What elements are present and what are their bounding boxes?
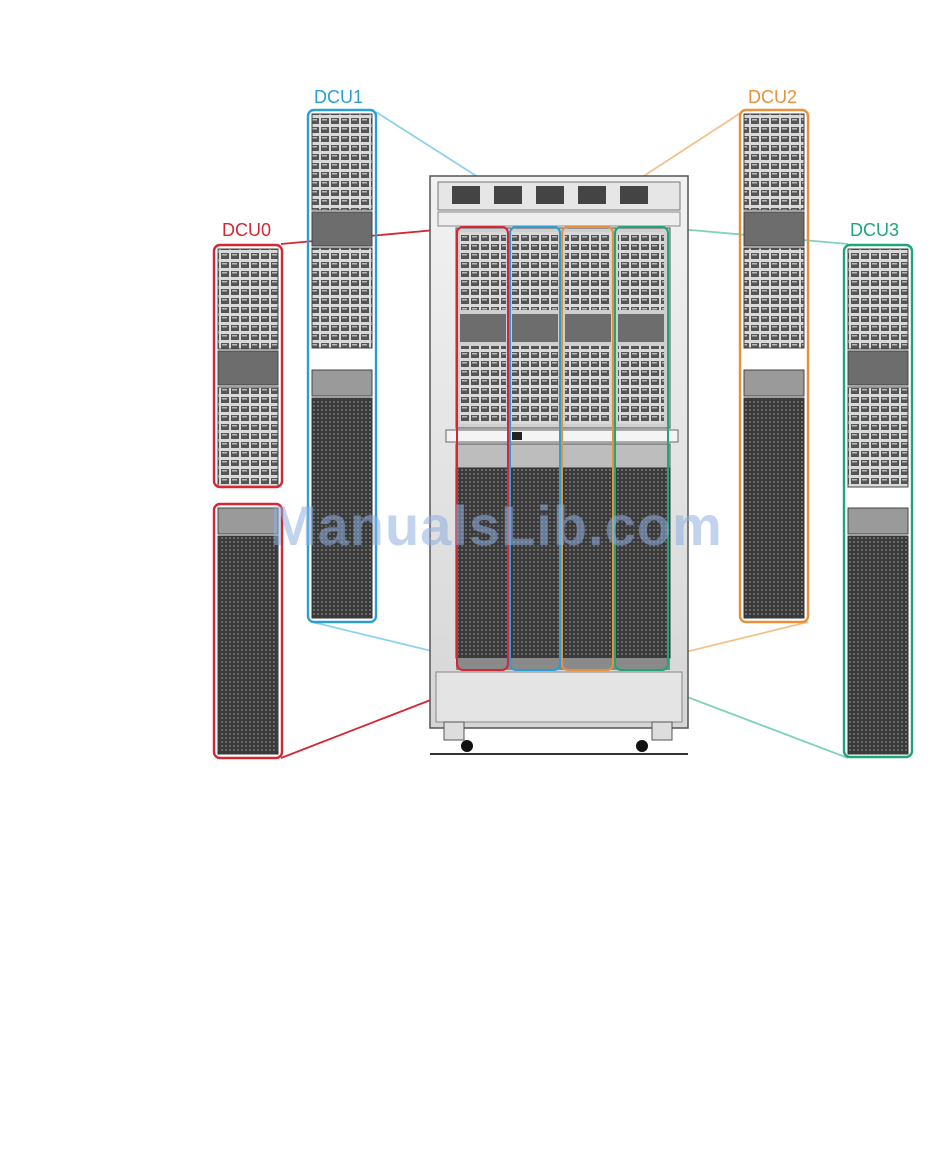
dcu0-label: DCU0 (222, 220, 271, 240)
watermark-text: ManualsLib.com (270, 494, 723, 557)
dcu2-module: DCU2 (740, 87, 808, 622)
dcu3-label: DCU3 (850, 220, 899, 240)
dcu0-module: DCU0 (214, 220, 282, 758)
dcu3-module: DCU3 (844, 220, 912, 757)
dcu2-label: DCU2 (748, 87, 797, 107)
dcu1-label: DCU1 (314, 87, 363, 107)
